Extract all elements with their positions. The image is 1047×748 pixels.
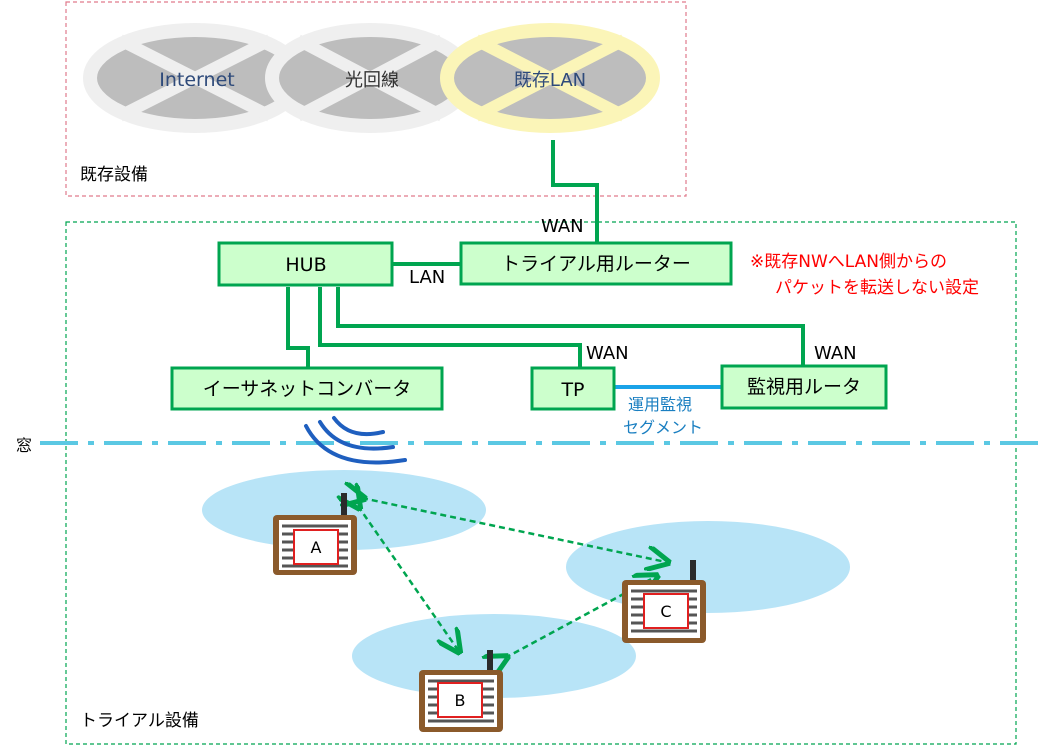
ethernet-converter-label: イーサネットコンバータ [203, 378, 412, 400]
segment-label-line2: セグメント [623, 418, 703, 437]
device-c: C [622, 560, 706, 643]
segment-label-line1: 運用監視 [628, 395, 692, 414]
ethernet-converter-box: イーサネットコンバータ [170, 366, 444, 411]
wan-label-monitor: WAN [814, 343, 857, 364]
existing-equipment-title: 既存設備 [80, 165, 148, 185]
existing-equipment-frame [65, 1, 687, 197]
lan-label-hub: LAN [409, 267, 445, 288]
coverage-area-c [566, 521, 850, 613]
trial-equipment-title: トライアル設備 [80, 711, 199, 731]
device-c-label: C [660, 602, 671, 621]
device-a: A [273, 493, 357, 575]
tp-box: TP [530, 366, 616, 411]
hub-box: HUB [217, 241, 394, 287]
device-b: B [419, 650, 503, 732]
network-links [286, 140, 805, 368]
cloud-fiber-label: 光回線 [345, 70, 399, 91]
wan-label-tp: WAN [586, 343, 629, 364]
device-a-label: A [311, 538, 322, 557]
trial-router-box: トライアル用ルーター [459, 241, 733, 286]
window-label: 窓 [16, 436, 32, 455]
note-line1: ※既存NWへLAN側からの [750, 252, 947, 272]
cloud-existing-lan-label: 既存LAN [514, 70, 586, 91]
cloud-fiber: 光回線 [265, 23, 475, 133]
cloud-internet-label: Internet [159, 69, 234, 91]
note-line2: パケットを転送しない設定 [775, 278, 979, 298]
monitoring-router-label: 監視用ルータ [747, 376, 861, 398]
trial-router-label: トライアル用ルーター [501, 253, 691, 275]
wireless-signal-icon [304, 416, 407, 465]
monitoring-router-box: 監視用ルータ [720, 364, 888, 410]
device-b-label: B [455, 691, 466, 710]
tp-label: TP [560, 379, 584, 401]
hub-label: HUB [285, 254, 326, 276]
cloud-existing-lan: 既存LAN [440, 23, 660, 133]
trial-equipment-frame [65, 221, 1017, 745]
wan-label-router: WAN [541, 216, 584, 237]
